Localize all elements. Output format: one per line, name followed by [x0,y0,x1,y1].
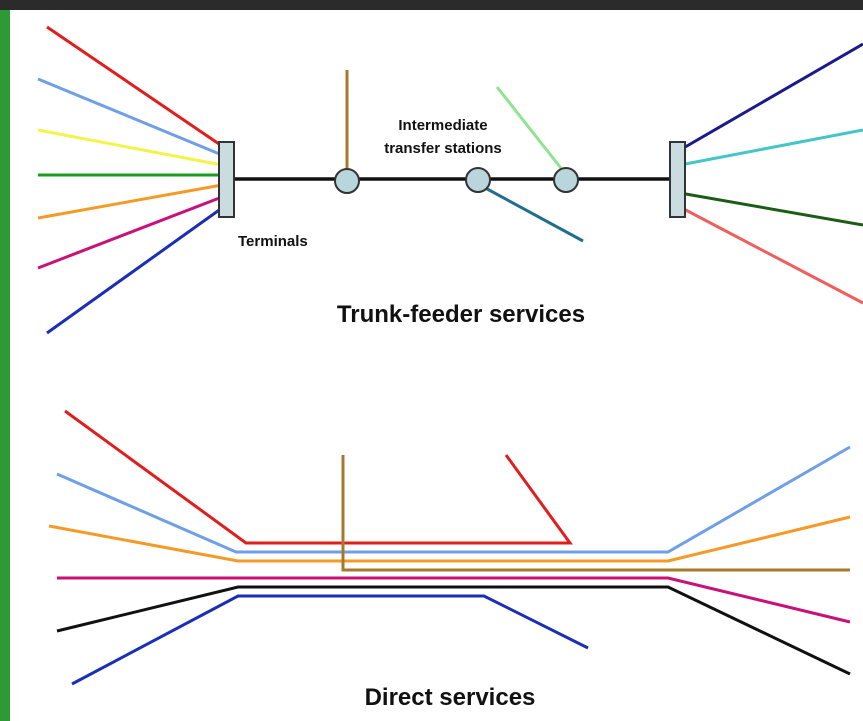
direct-route-brown [341,455,850,572]
feeder-line-yellow [37,128,223,167]
transfer-station-1 [334,168,360,194]
intermediate-label-line2: transfer stations [384,140,502,157]
right-feeder-lines [679,42,863,305]
terminal-right [669,141,686,218]
direct-route-black [56,585,851,676]
diagram-background [10,10,863,721]
terminals-label: Terminals [238,233,308,250]
feeder-line-teal [477,182,584,243]
feeder-line-light-blue [37,77,223,157]
feeder-line-salmon [679,205,863,305]
direct-route-orange [48,515,851,563]
feeder-line-red [46,25,223,148]
feeder-line-magenta [37,195,223,270]
feeder-line-light-green [495,86,566,173]
direct-route-magenta [57,576,851,624]
direct-route-red [64,409,573,545]
feeder-line-dark-blue [46,206,223,335]
station-feeder-lines [345,70,584,243]
direct-services-title: Direct services [365,684,536,711]
transfer-station-3 [553,167,579,193]
direct-section [48,409,851,686]
trunk-feeder-section: Intermediate transfer stations Terminals… [37,25,863,335]
frame-accent-bar [0,10,10,721]
direct-route-light-blue [56,445,851,554]
transit-services-diagram: Intermediate transfer stations Terminals… [10,10,863,721]
intermediate-label-line1: Intermediate [398,117,487,134]
feeder-line-navy [679,42,863,152]
feeder-line-cyan [679,128,863,167]
transfer-station-2 [465,167,491,193]
feeder-line-orange [37,183,223,220]
trunk-feeder-title: Trunk-feeder services [337,301,585,328]
terminal-left [218,141,235,218]
feeder-line-dark-green [679,191,863,227]
direct-route-dark-blue [71,594,589,686]
left-feeder-lines [37,25,223,335]
